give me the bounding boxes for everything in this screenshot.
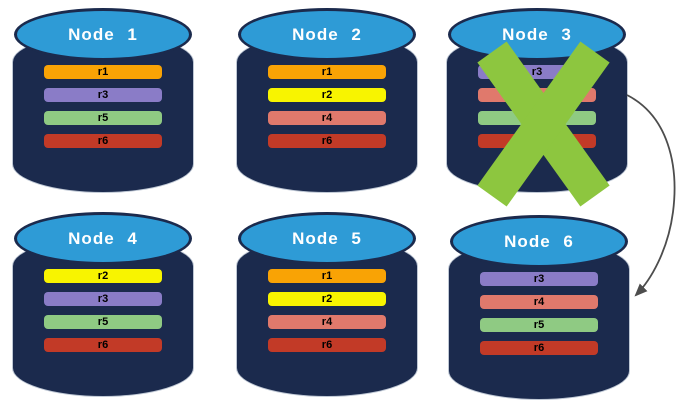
replica-bar-r6: r6 [44, 134, 162, 148]
node-5: Node 5 r1 r2 r4 r6 [237, 212, 417, 396]
cylinder-top: Node 5 [238, 212, 416, 265]
node-title: Node 6 [504, 231, 574, 251]
replica-list: r3 r4 r5 r6 [480, 272, 598, 355]
replica-bar-r4: r4 [480, 295, 598, 309]
replica-bar-r3: r3 [44, 88, 162, 102]
replica-bar-r5: r5 [44, 111, 162, 125]
replica-bar-r5: r5 [480, 318, 598, 332]
replica-bar-r1: r1 [268, 65, 386, 79]
replica-bar-r2: r2 [268, 292, 386, 306]
node-title: Node 4 [68, 228, 138, 248]
failover-arrow-curve [626, 94, 676, 297]
cylinder-top: Node 1 [14, 8, 192, 61]
replica-bar-r5: r5 [44, 315, 162, 329]
replica-bar-r3: r3 [480, 272, 598, 286]
failure-x-icon [477, 41, 610, 207]
replica-bar-r2: r2 [268, 88, 386, 102]
replica-bar-r6: r6 [268, 134, 386, 148]
cylinder-top: Node 2 [238, 8, 416, 61]
cylinder-top: Node 6 [450, 215, 628, 268]
replica-bar-r3: r3 [44, 292, 162, 306]
replica-list: r1 r2 r4 r6 [268, 269, 386, 352]
node-4: Node 4 r2 r3 r5 r6 [13, 212, 193, 396]
node-title: Node 5 [292, 228, 362, 248]
node-title: Node 1 [68, 24, 138, 44]
node-title: Node 3 [502, 24, 572, 44]
replica-bar-r6: r6 [44, 338, 162, 352]
cylinder-top: Node 4 [14, 212, 192, 265]
node-1: Node 1 r1 r3 r5 r6 [13, 8, 193, 192]
replica-bar-r6: r6 [268, 338, 386, 352]
replica-bar-r4: r4 [268, 315, 386, 329]
cylinder-top: Node 3 [448, 8, 626, 61]
replica-bar-r6: r6 [480, 341, 598, 355]
replica-bar-r4: r4 [268, 111, 386, 125]
replica-bar-r2: r2 [44, 269, 162, 283]
replica-list: r2 r3 r5 r6 [44, 269, 162, 352]
replica-bar-r1: r1 [268, 269, 386, 283]
node-2: Node 2 r1 r2 r4 r6 [237, 8, 417, 192]
replica-list: r1 r3 r5 r6 [44, 65, 162, 148]
node-title: Node 2 [292, 24, 362, 44]
replica-list: r1 r2 r4 r6 [268, 65, 386, 148]
node-6: Node 6 r3 r4 r5 r6 [449, 215, 629, 399]
replica-bar-r1: r1 [44, 65, 162, 79]
